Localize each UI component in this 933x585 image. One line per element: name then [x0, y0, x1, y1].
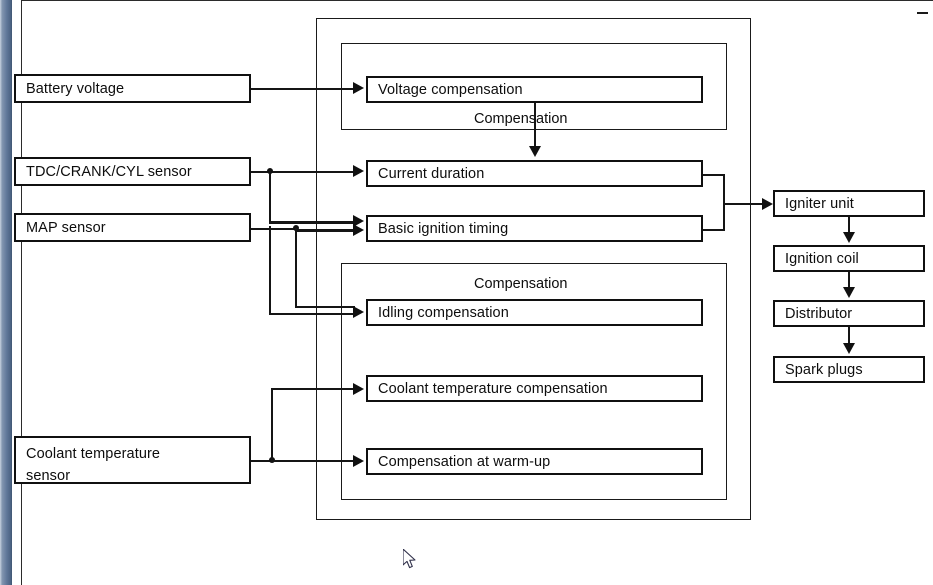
input-box-map-sensor[interactable]: MAP sensor [14, 213, 251, 242]
wire-tdc-branch-down [269, 171, 271, 221]
output-label-spark-plugs: Spark plugs [785, 361, 863, 378]
process-label-compensation-at-warm-up: Compensation at warm-up [378, 453, 551, 470]
wire-ecu-output-merge [723, 174, 725, 230]
page-border-left [21, 0, 22, 585]
input-box-coolant-temperature-sensor[interactable]: Coolant temperature sensor [14, 436, 251, 484]
top-right-tick-mark [917, 12, 928, 14]
input-label-map-sensor: MAP sensor [26, 219, 106, 236]
wire-ecu-to-igniter-unit [723, 203, 765, 205]
upper-compensation-group-caption: Compensation [474, 111, 568, 127]
wire-tdc-branch-down-to-idling [269, 226, 271, 314]
lower-compensation-group-caption: Compensation [474, 276, 568, 292]
arrowhead-current-duration-top [529, 146, 541, 157]
output-box-distributor[interactable]: Distributor [773, 300, 925, 327]
output-label-ignition-coil: Ignition coil [785, 250, 859, 267]
wire-battery-to-voltage-compensation [251, 88, 355, 90]
output-label-igniter-unit: Igniter unit [785, 195, 854, 212]
process-label-basic-ignition-timing: Basic ignition timing [378, 220, 509, 237]
process-box-voltage-compensation[interactable]: Voltage compensation [366, 76, 703, 103]
wire-distributor-to-spark-plugs [848, 327, 850, 346]
wire-coolant-sensor-out [251, 460, 277, 462]
arrowhead-distributor [843, 287, 855, 298]
output-box-igniter-unit[interactable]: Igniter unit [773, 190, 925, 217]
arrowhead-basic-ignition-timing-lower [353, 224, 364, 236]
arrowhead-compensation-at-warm-up [353, 455, 364, 467]
output-box-ignition-coil[interactable]: Ignition coil [773, 245, 925, 272]
arrowhead-spark-plugs [843, 343, 855, 354]
wire-basic-ignition-timing-out [703, 229, 725, 231]
wire-map-branch-down-to-idling [295, 228, 297, 307]
wire-coolant-to-coolant-temp-compensation [271, 388, 355, 390]
wire-voltage-compensation-to-current-duration [534, 103, 536, 149]
process-label-voltage-compensation: Voltage compensation [378, 81, 523, 98]
arrowhead-coolant-temperature-compensation [353, 383, 364, 395]
wire-map-to-basic-ignition-timing [295, 229, 355, 232]
wire-tdc-to-basic-ignition-timing [269, 221, 355, 224]
wire-map-to-idling-compensation [295, 306, 355, 308]
output-label-distributor: Distributor [785, 305, 853, 322]
process-box-coolant-temperature-compensation[interactable]: Coolant temperature compensation [366, 375, 703, 402]
arrowhead-current-duration-left [353, 165, 364, 177]
left-edge-stripe [0, 0, 12, 585]
wire-tdc-to-idling-compensation [269, 313, 355, 315]
wire-igniter-to-ignition-coil [848, 217, 850, 235]
input-box-battery-voltage[interactable]: Battery voltage [14, 74, 251, 103]
page-border-top [21, 0, 933, 1]
process-box-idling-compensation[interactable]: Idling compensation [366, 299, 703, 326]
process-box-current-duration[interactable]: Current duration [366, 160, 703, 187]
input-label-coolant-temperature-sensor: Coolant temperature sensor [26, 446, 161, 484]
process-label-coolant-temperature-compensation: Coolant temperature compensation [378, 380, 608, 397]
wire-current-duration-out [703, 174, 725, 176]
input-label-tdc-crank-cyl-sensor: TDC/CRANK/CYL sensor [26, 163, 192, 180]
mouse-cursor [402, 548, 417, 570]
arrowhead-idling-compensation [353, 306, 364, 318]
process-label-current-duration: Current duration [378, 165, 485, 182]
input-label-battery-voltage: Battery voltage [26, 80, 125, 97]
arrowhead-basic-ignition-timing-upper [353, 215, 364, 227]
wire-ignition-coil-to-distributor [848, 272, 850, 290]
wire-map-sensor-out [251, 228, 297, 230]
ecu-outer-frame [316, 18, 751, 520]
lower-compensation-group [341, 263, 727, 500]
wire-coolant-branch-up [271, 388, 273, 461]
process-label-idling-compensation: Idling compensation [378, 304, 509, 321]
process-box-basic-ignition-timing[interactable]: Basic ignition timing [366, 215, 703, 242]
output-box-spark-plugs[interactable]: Spark plugs [773, 356, 925, 383]
wire-coolant-to-warm-up-compensation [271, 460, 355, 462]
wire-tdc-sensor-out [251, 171, 355, 173]
input-box-tdc-crank-cyl-sensor[interactable]: TDC/CRANK/CYL sensor [14, 157, 251, 186]
arrowhead-igniter-unit [762, 198, 773, 210]
arrowhead-ignition-coil [843, 232, 855, 243]
process-box-compensation-at-warm-up[interactable]: Compensation at warm-up [366, 448, 703, 475]
arrowhead-voltage-compensation [353, 82, 364, 94]
